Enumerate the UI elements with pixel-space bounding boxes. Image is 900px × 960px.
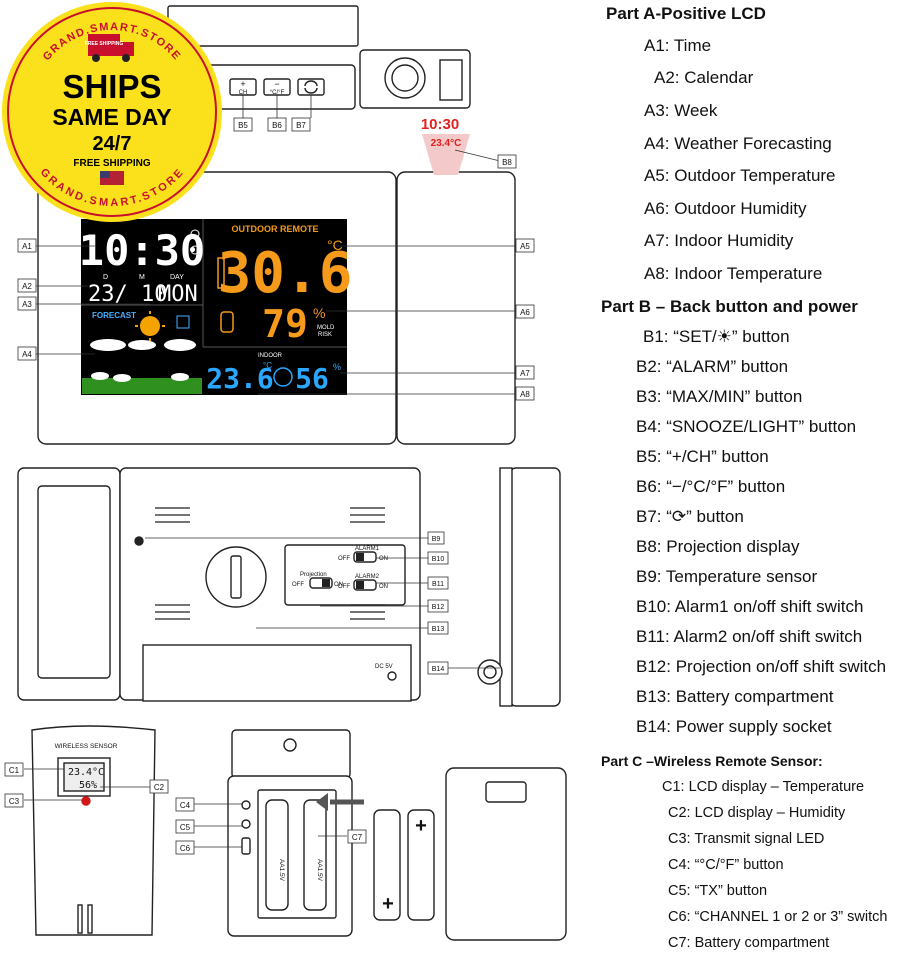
callout-b8: B8 [502,158,512,167]
projection-off-label: OFF [292,582,304,588]
callout-c1: C1 [9,766,20,775]
projection-time: 10:30 [421,116,459,133]
battery2-label: AA1.5V [316,859,323,882]
lcd-m-label: M [139,274,145,281]
svg-text:+: + [415,815,427,837]
alarm2-label: ALARM2 [355,574,380,580]
callout-c5: C5 [180,823,191,832]
lcd-indoor-label: INDOOR [258,353,283,359]
projection-switch[interactable] [322,579,330,587]
callout-boxes [4,117,535,855]
shipping-badge: GRAND.SMART.STORE GRAND.SMART.STORE FREE… [2,2,222,222]
callout-a3: A3 [22,300,32,309]
alarm1-on-label: ON [379,556,388,562]
alarm1-switch[interactable] [356,553,364,561]
b6-bottom-label: °C/°F [270,90,285,96]
callout-a2: A2 [22,282,32,291]
lcd-indoor-temp: 23.6 [206,362,273,395]
badge-free-shipping: FREE SHIPPING [73,158,150,169]
callout-a7: A7 [520,369,530,378]
badge-hours: 24/7 [93,133,132,155]
svg-text:+: + [382,893,394,915]
projection-on-label: ON [334,582,343,588]
callout-c4: C4 [180,801,191,810]
dc-label: DC 5V [375,664,393,670]
battery1-label: AA1.5V [278,859,285,882]
lcd-d-label: D [103,274,108,281]
callout-a8: A8 [520,390,530,399]
lcd-forecast-label: FORECAST [92,311,136,320]
callout-b14: B14 [432,666,445,673]
callout-a1: A1 [22,242,32,251]
lcd-outdoor-unit: °C [327,237,343,253]
alarm2-switch[interactable] [356,581,364,589]
back-view [17,467,561,707]
lcd-outdoor-temp: 30.6 [218,241,353,306]
callout-c7: C7 [352,833,363,842]
callout-c6: C6 [180,844,191,853]
sensor-temp: 23.4°C [68,767,104,778]
badge-truck-label: FREE SHIPPING [85,41,124,47]
callout-b7: B7 [296,121,306,130]
lcd-indoor-unit: °C [263,361,272,370]
sensor-back [227,729,567,941]
callout-b5: B5 [238,121,248,130]
lcd-outdoor-remote-label: OUTDOOR REMOTE [232,224,319,234]
callout-b9: B9 [432,536,441,543]
callout-labels: A1 A2 A3 A4 A5 A6 A7 A8 B5 B6 B7 B8 B9 B… [9,121,531,853]
badge-same-day: SAME DAY [52,104,171,130]
lcd-display: 10:30 D M DAY 23/ 10 MON FORECAST OUTDOO… [79,219,353,395]
sensor-hum: 56% [79,780,97,791]
lcd-time: 10:30 [79,226,205,275]
callout-b12: B12 [432,604,445,611]
alarm2-off-label: OFF [338,584,350,590]
front-button-labels: + CH − °C/°F [239,79,285,96]
flag-house-icon [100,171,124,185]
sensor-front [31,725,156,936]
b6-top-label: − [274,79,279,89]
alarm1-off-label: OFF [338,556,350,562]
callout-c2: C2 [154,783,165,792]
lcd-indoor-pct: % [333,362,341,372]
b5-top-label: + [240,79,245,89]
lcd-indoor-hum: 56 [295,362,329,395]
lcd-risk-label: RISK [318,332,332,338]
projection-display: 10:30 23.4°C [421,116,470,175]
lcd-outdoor-hum: 79 [262,302,308,346]
lcd-outdoor-pct: % [313,305,325,321]
lcd-date: 23/ 10 [88,282,167,307]
callout-a4: A4 [22,350,32,359]
projection-switch-label: Projection [300,572,327,578]
badge-ships: SHIPS [62,68,161,105]
truck-icon [88,34,134,62]
alarm1-label: ALARM1 [355,546,380,552]
callout-b6: B6 [272,121,282,130]
callout-b11: B11 [432,581,444,588]
callout-b13: B13 [432,626,445,633]
callout-a5: A5 [520,242,530,251]
lcd-mold-label: MOLD [317,325,335,331]
callout-c3: C3 [9,797,20,806]
alarm2-on-label: ON [379,584,388,590]
sensor-title: WIRELESS SENSOR [55,743,118,750]
callout-b10: B10 [432,556,445,563]
b5-bottom-label: CH [239,90,248,96]
lcd-day-label: DAY [170,274,184,281]
channel-switch[interactable] [241,837,251,855]
lcd-weekday: MON [158,282,198,307]
back-switch-labels: ALARM1 ALARM2 OFF ON OFF ON Projection O… [292,546,393,670]
projection-temp: 23.4°C [431,138,462,149]
callout-a6: A6 [520,308,530,317]
